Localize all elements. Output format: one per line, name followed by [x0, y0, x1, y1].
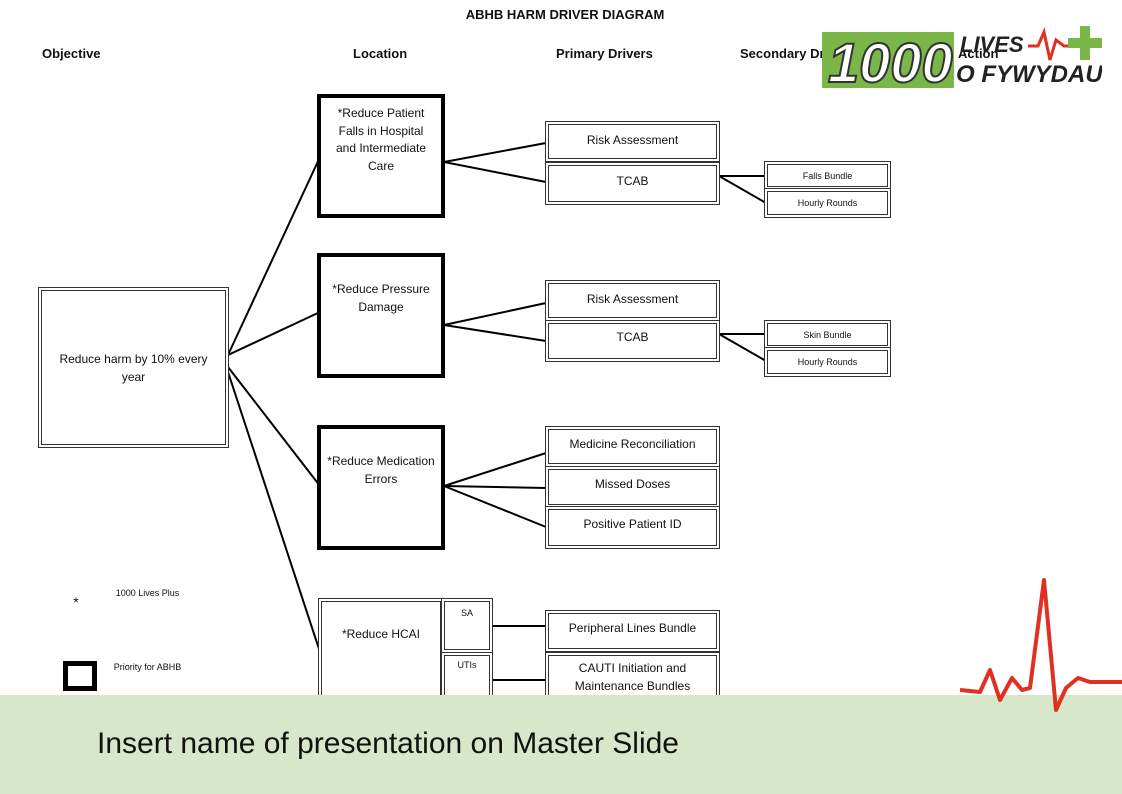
primary-driver-box: Medicine Reconciliation	[545, 426, 720, 467]
logo-welsh-text: O FYWYDAU	[956, 61, 1102, 88]
primary-driver-text: TCAB	[616, 174, 649, 188]
primary-driver-box: TCAB	[545, 162, 720, 205]
column-header-action: Action	[958, 46, 999, 61]
primary-driver-text: Peripheral Lines Bundle	[568, 621, 697, 635]
location-text-pressure-damage: *Reduce Pressure Damage	[332, 282, 430, 314]
legend-star-label: 1000 Lives Plus	[110, 587, 185, 619]
secondary-driver-text: Skin Bundle	[803, 329, 852, 340]
primary-driver-box: Risk Assessment	[545, 280, 720, 321]
legend-priority-square	[63, 661, 97, 691]
hcai-sub-text-utis: UTIs	[457, 660, 477, 670]
hcai-sub-text-sa: SA	[460, 608, 473, 618]
primary-driver-box: TCAB	[545, 320, 720, 362]
secondary-driver-text: Hourly Rounds	[797, 357, 858, 367]
primary-driver-box: Positive Patient ID	[545, 506, 720, 549]
hcai-sub-box-sa: SA	[441, 598, 493, 653]
secondary-driver-box: Hourly Rounds	[764, 347, 891, 377]
column-header-primary-drivers: Primary Drivers	[556, 46, 653, 61]
primary-driver-text: TCAB	[616, 330, 649, 344]
objective-text: Reduce harm by 10% every year	[59, 351, 208, 384]
primary-driver-text: Missed Doses	[594, 477, 671, 491]
logo-number: 1000	[828, 31, 953, 90]
primary-driver-text: Risk Assessment	[586, 292, 679, 306]
primary-driver-box: Peripheral Lines Bundle	[545, 610, 720, 652]
footer-presentation-name: Insert name of presentation on Master Sl…	[97, 727, 679, 760]
location-text-hcai: *Reduce HCAI	[341, 627, 421, 641]
primary-driver-box: Risk Assessment	[545, 121, 720, 162]
legend-star-symbol: *	[64, 594, 88, 610]
secondary-driver-text: Falls Bundle	[802, 170, 853, 181]
secondary-driver-box: Hourly Rounds	[764, 188, 891, 218]
location-box-pressure-damage: *Reduce Pressure Damage	[317, 253, 445, 378]
column-header-objective: Objective	[42, 46, 101, 61]
primary-driver-text: CAUTI Initiation and Maintenance Bundles	[574, 661, 691, 693]
primary-driver-box: Missed Doses	[545, 466, 720, 508]
legend-priority-label: Priority for ABHB	[110, 661, 185, 693]
ecg-line-icon	[960, 578, 1122, 712]
location-box-medication-errors: *Reduce Medication Errors	[317, 425, 445, 550]
primary-driver-text: Positive Patient ID	[583, 517, 682, 531]
objective-box: Reduce harm by 10% every year	[38, 287, 229, 448]
location-text-falls: *Reduce Patient Falls in Hospital and In…	[335, 106, 427, 173]
secondary-driver-text: Hourly Rounds	[797, 198, 858, 208]
1000-lives-logo: 1000 LIVES O FYWYDAU	[822, 26, 1102, 90]
column-header-location: Location	[353, 46, 408, 61]
primary-driver-text: Medicine Reconciliation	[569, 437, 696, 451]
location-box-falls: *Reduce Patient Falls in Hospital and In…	[317, 94, 445, 218]
secondary-driver-box: Skin Bundle	[764, 320, 891, 349]
diagram-title: ABHB HARM DRIVER DIAGRAM	[465, 7, 665, 22]
secondary-driver-box: Falls Bundle	[764, 161, 891, 190]
footer-band	[0, 695, 1122, 794]
location-text-medication-errors: *Reduce Medication Errors	[327, 454, 435, 486]
logo-lives-text: LIVES	[960, 32, 1024, 57]
primary-driver-text: Risk Assessment	[586, 133, 679, 147]
